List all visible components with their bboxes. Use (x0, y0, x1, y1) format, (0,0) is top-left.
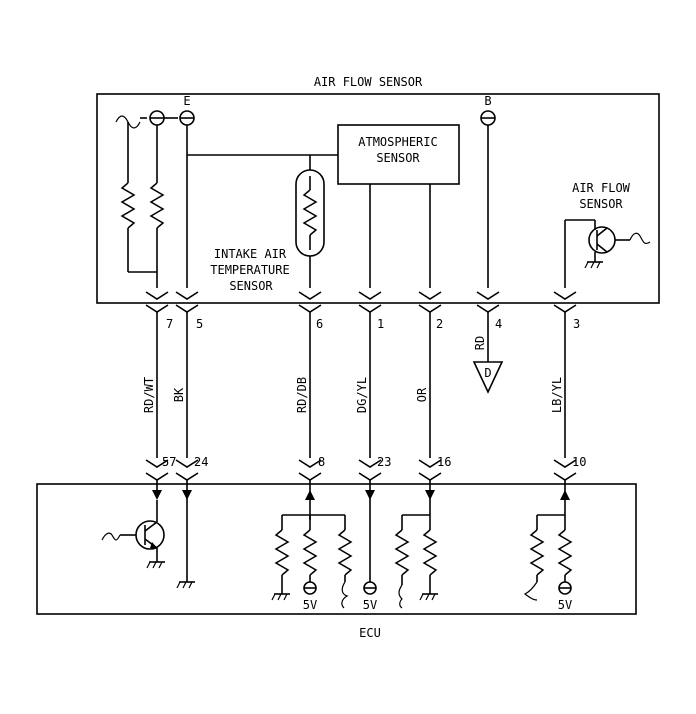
air-flow-element-label-1: AIR FLOW (572, 181, 631, 195)
wire-color-bk: BK (172, 387, 186, 402)
ecu-resistor-16b (422, 529, 438, 576)
ecu-pin-57: 57 (162, 455, 176, 469)
ecu-title: ECU (359, 626, 381, 640)
ecu-pin-23: 23 (377, 455, 391, 469)
ecu-resistor-8a (274, 529, 290, 576)
wire-color-lb-yl: LB/YL (550, 377, 564, 413)
ecu-5v-label-10: 5V (558, 598, 572, 612)
wire-color-rd-db: RD/DB (295, 377, 309, 413)
wave-symbol-ecu (101, 532, 121, 541)
sensor-connector-row (145, 291, 577, 313)
sensor-pin-4: 4 (495, 317, 502, 331)
resistor-left-b (149, 182, 165, 229)
ecu-transistor-circle (135, 520, 165, 550)
ecu-resistor-10a (529, 529, 545, 576)
wire-color-rd: RD (473, 336, 487, 350)
ground-triangle-d-label: D (484, 366, 491, 380)
ecu-connector-row (145, 459, 577, 481)
resistor-intake-air-temp (302, 189, 318, 236)
wire-color-rd-wt: RD/WT (142, 377, 156, 413)
ecu-pin-24: 24 (194, 455, 208, 469)
resistor-left-a (120, 182, 136, 229)
wire-color-dg-yl: DG/YL (355, 377, 369, 413)
ecu-resistor-10b (557, 529, 573, 576)
ecu-pin-10: 10 (572, 455, 586, 469)
ground-triangle-d (472, 361, 504, 394)
ecu-resistor-8b (302, 529, 318, 576)
sensor-pin-6: 6 (316, 317, 323, 331)
ecu-resistor-8c (337, 529, 353, 576)
ecu-5v-label-23: 5V (363, 598, 377, 612)
transistor-sensor-circle (588, 226, 616, 254)
intake-air-temp-label-1: INTAKE AIR (214, 247, 287, 261)
ecu-pin-16: 16 (437, 455, 451, 469)
sensor-pin-5: 5 (196, 317, 203, 331)
sensor-pin-1: 1 (377, 317, 384, 331)
terminal-e-label: E (183, 94, 190, 108)
wave-symbol-right (629, 232, 651, 245)
ecu-box (36, 483, 637, 615)
wire-color-or: OR (415, 387, 429, 402)
intake-air-temp-label-3: SENSOR (229, 279, 273, 293)
sensor-pin-7: 7 (166, 317, 173, 331)
intake-air-temp-label-2: TEMPERATURE (210, 263, 289, 277)
ecu-5v-label-8: 5V (303, 598, 317, 612)
terminal-b-label: B (484, 94, 491, 108)
air-flow-element-label-2: SENSOR (579, 197, 623, 211)
atmospheric-sensor-box (337, 124, 460, 185)
atmospheric-sensor-label-2: SENSOR (376, 151, 420, 165)
ecu-resistor-16a (394, 529, 410, 576)
atmospheric-sensor-label-1: ATMOSPHERIC (358, 135, 437, 149)
sensor-pin-2: 2 (436, 317, 443, 331)
air-flow-sensor-box (96, 93, 660, 304)
air-flow-sensor-title: AIR FLOW SENSOR (314, 75, 423, 89)
ecu-pin-8: 8 (318, 455, 325, 469)
sensor-pin-3: 3 (573, 317, 580, 331)
